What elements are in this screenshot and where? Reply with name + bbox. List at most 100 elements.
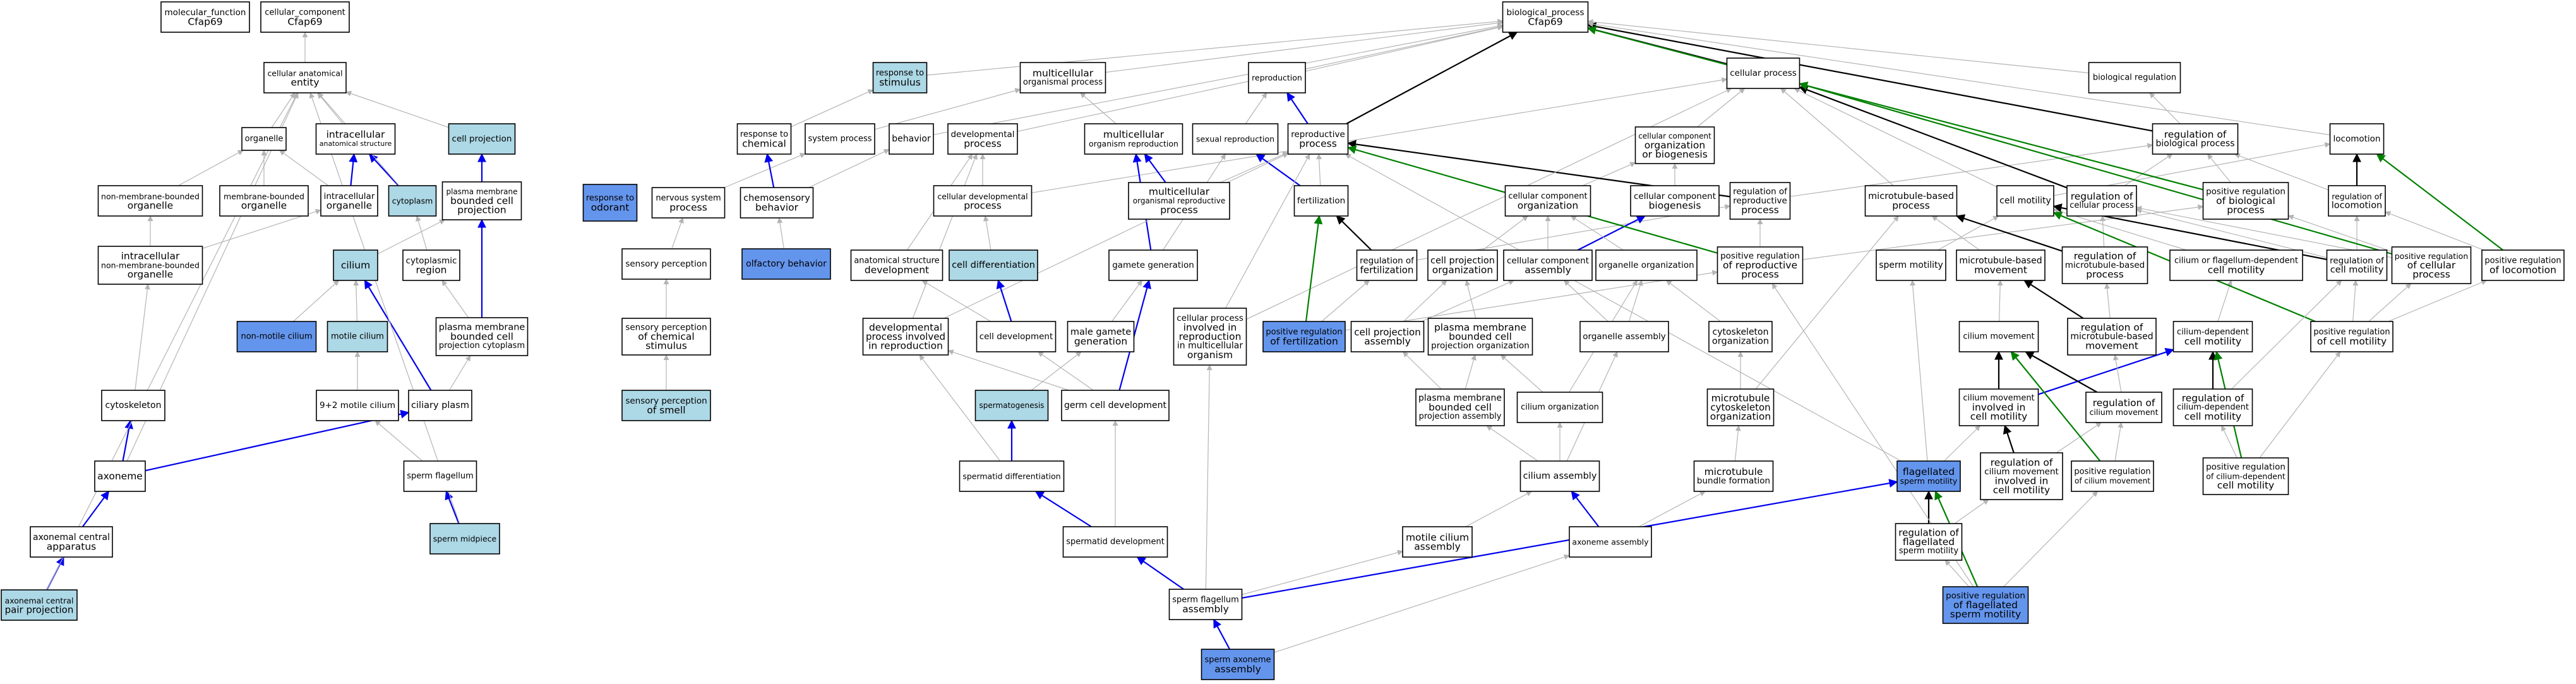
node-organelle[interactable]: organelle <box>241 127 287 151</box>
node-cell-motility[interactable]: cell motility <box>1996 185 2054 217</box>
node-germ-cell-development[interactable]: germ cell development <box>1061 390 1170 421</box>
node-ciliary-plasm[interactable]: ciliary plasm <box>408 390 472 421</box>
node-sperm-midpiece[interactable]: sperm midpiece <box>429 523 500 555</box>
node-organelle-organization[interactable]: organelle organization <box>1595 249 1698 281</box>
node-biological-regulation[interactable]: biological regulation <box>2088 62 2181 93</box>
node-cell-development[interactable]: cell development <box>976 321 1057 352</box>
node-locomotion[interactable]: locomotion <box>2329 123 2385 155</box>
node-nine-plus-two-motile-cilium[interactable]: 9+2 motile cilium <box>316 390 399 421</box>
node-cytoskeleton[interactable]: cytoskeleton <box>101 390 165 421</box>
node-cilium-assembly[interactable]: cilium assembly <box>1519 460 1600 492</box>
node-sexual-reproduction[interactable]: sexual reproduction <box>1192 123 1279 155</box>
node-cell-projection[interactable]: cell projection <box>448 123 516 155</box>
node-intracellular-non-membrane-bounded-organelle[interactable]: intracellularnon-membrane-boundedorganel… <box>97 246 203 285</box>
node-spermatid-development[interactable]: spermatid development <box>1062 526 1168 558</box>
node-spermatid-differentiation[interactable]: spermatid differentiation <box>959 460 1065 492</box>
node-axoneme-assembly[interactable]: axoneme assembly <box>1569 526 1652 558</box>
node-sperm-flagellum[interactable]: sperm flagellum <box>403 460 477 492</box>
node-fertilization[interactable]: fertilization <box>1293 185 1349 217</box>
node-axoneme[interactable]: axoneme <box>94 460 146 492</box>
node-cilium-movement[interactable]: cilium movement <box>1958 321 2039 352</box>
node-cellular-process[interactable]: cellular process <box>1726 57 1800 89</box>
node-gamete-generation[interactable]: gamete generation <box>1108 249 1198 281</box>
node-spermatogenesis[interactable]: spermatogenesis <box>974 390 1049 421</box>
node-non-motile-cilium[interactable]: non-motile cilium <box>236 321 317 352</box>
node-sperm-motility[interactable]: sperm motility <box>1876 249 1946 281</box>
node-organelle-assembly[interactable]: organelle assembly <box>1579 321 1669 352</box>
node-cilium[interactable]: cilium <box>333 249 378 281</box>
node-motile-cilium[interactable]: motile cilium <box>326 321 388 352</box>
node-cell-differentiation[interactable]: cell differentiation <box>949 249 1038 281</box>
node-cytoplasm[interactable]: cytoplasm <box>388 185 437 217</box>
node-behavior[interactable]: behavior <box>889 123 934 155</box>
node-sensory-perception[interactable]: sensory perception <box>621 248 711 280</box>
node-system-process[interactable]: system process <box>805 123 875 155</box>
